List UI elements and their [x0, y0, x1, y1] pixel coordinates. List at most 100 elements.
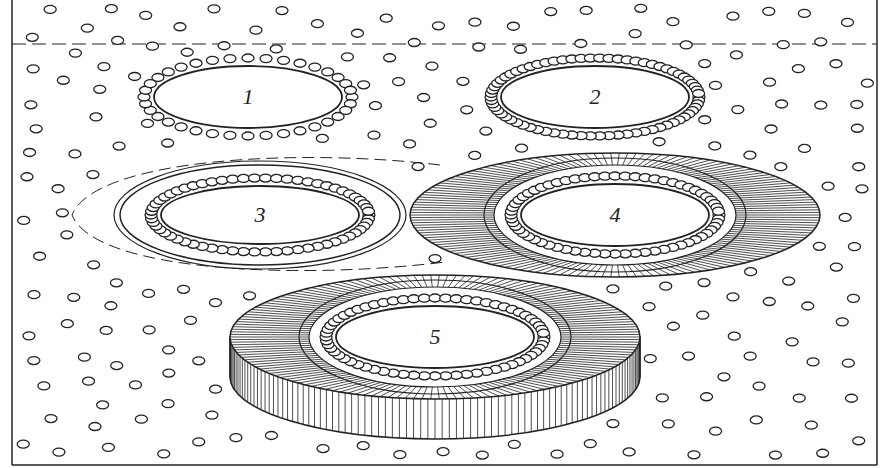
shell-line: [120, 165, 400, 265]
ion: [469, 151, 481, 159]
hatch-line: [734, 223, 817, 225]
ion: [815, 101, 827, 109]
layer-line: [484, 158, 746, 272]
ion: [30, 125, 42, 133]
hatch-line: [618, 153, 620, 165]
hatch-line: [443, 275, 448, 287]
hatch-line: [536, 158, 569, 169]
ion: [822, 182, 834, 190]
hatch-line: [277, 377, 278, 417]
hatch-line: [736, 217, 820, 219]
ion: [732, 106, 744, 114]
hatch-line: [438, 275, 440, 287]
ion: [224, 55, 236, 63]
hatch-line: [282, 378, 283, 418]
particle-shell: [138, 54, 358, 140]
ion: [842, 359, 854, 367]
hatch-line: [623, 265, 628, 277]
hatch-line: [572, 383, 573, 423]
ion: [260, 55, 272, 63]
hatch-line: [493, 381, 530, 392]
hatch-line: [338, 392, 339, 432]
ion: [242, 54, 254, 62]
hatch-line: [247, 362, 248, 402]
hatch-line: [543, 390, 544, 430]
ion: [384, 54, 396, 62]
hatch-line: [326, 390, 327, 430]
ion: [807, 358, 819, 366]
ion: [432, 22, 444, 30]
vessel-wall: [12, 464, 877, 466]
hatch-line: [587, 378, 588, 418]
hatch-line: [231, 332, 310, 333]
boundary-line: [12, 44, 877, 45]
ion: [162, 139, 174, 147]
ion: [61, 320, 73, 328]
ion: [841, 18, 853, 26]
hatch-line: [632, 354, 633, 394]
diffuse-layer-boundary: [72, 158, 445, 271]
ion: [28, 291, 40, 299]
hatch-line: [498, 396, 499, 436]
ion: [426, 62, 438, 70]
hatch-line: [594, 153, 603, 165]
ion: [851, 100, 863, 108]
ion: [623, 448, 635, 456]
hatch-line: [234, 350, 235, 390]
ion: [368, 131, 380, 139]
ion: [358, 81, 370, 89]
hatch-line: [236, 349, 313, 352]
hatch-line: [431, 275, 433, 287]
ion: [680, 41, 692, 49]
ion: [508, 440, 520, 448]
ion: [28, 357, 40, 365]
ion: [162, 400, 174, 408]
hatch-line: [448, 387, 456, 399]
ion: [777, 41, 789, 49]
ion: [851, 124, 863, 132]
hatch-line: [611, 265, 613, 277]
ion: [44, 5, 56, 13]
hatch-line: [577, 382, 578, 422]
shell-line: [114, 161, 406, 269]
ion: [316, 134, 328, 142]
particle-outline: [154, 66, 342, 128]
hatch-line: [559, 327, 637, 329]
particle-outline: [521, 184, 709, 246]
hatch-line: [340, 282, 377, 293]
ion: [206, 130, 218, 138]
ion: [206, 411, 218, 419]
ion: [265, 432, 277, 440]
ion: [712, 207, 724, 215]
ion: [89, 423, 101, 431]
ion: [26, 33, 38, 41]
ion: [152, 74, 164, 82]
ion: [38, 382, 50, 390]
ion: [209, 299, 221, 307]
ion: [764, 78, 776, 86]
ion: [322, 68, 334, 76]
hatch-line: [729, 231, 808, 235]
ion: [697, 311, 709, 319]
particle-shell: [410, 153, 820, 277]
ion: [178, 285, 190, 293]
hatch-line: [558, 347, 635, 349]
ion: [429, 255, 441, 263]
ion: [698, 279, 710, 287]
hatch-line: [332, 391, 333, 431]
ion: [294, 127, 306, 135]
ion: [763, 298, 775, 306]
hatch-line: [292, 382, 293, 422]
hatch-line: [638, 343, 639, 383]
hatch-line: [623, 153, 628, 165]
ion: [537, 329, 549, 337]
ion: [644, 355, 656, 363]
ion: [129, 381, 141, 389]
ion: [210, 385, 222, 393]
callout-number: 4: [520, 183, 710, 247]
hatch-line: [414, 202, 496, 204]
particle-shell: [114, 161, 406, 269]
hatch-line: [358, 394, 359, 434]
ion: [237, 174, 249, 182]
